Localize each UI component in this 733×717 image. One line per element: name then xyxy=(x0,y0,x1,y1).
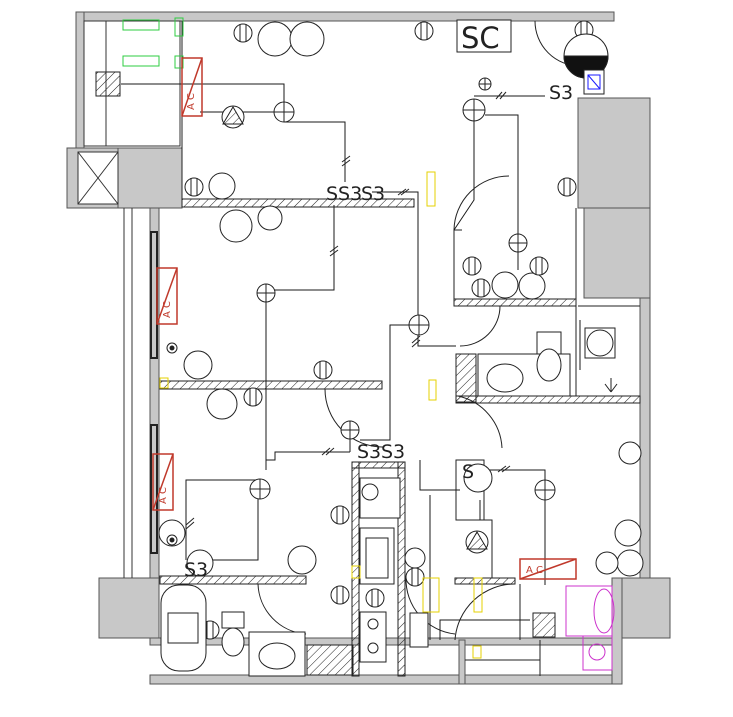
sc-panel xyxy=(456,19,512,53)
s3-left-label: S3 xyxy=(184,559,208,581)
s3-top-label: S3 xyxy=(549,82,573,104)
ac-label-right: A C xyxy=(526,565,543,576)
sanitary-fixtures xyxy=(160,331,571,677)
socket-icon xyxy=(166,534,178,546)
ac-units xyxy=(152,57,577,580)
lamp-icon xyxy=(508,233,528,253)
switch-icon xyxy=(313,360,333,380)
switch-symbols xyxy=(184,20,594,640)
interior-walls xyxy=(159,198,641,677)
shaft-box xyxy=(77,151,119,205)
lamp-icon xyxy=(256,283,276,303)
ac-label-mid: A C xyxy=(162,301,173,318)
lamp-icon xyxy=(462,98,486,122)
magenta-fixture xyxy=(565,585,615,671)
switch-icon xyxy=(529,256,549,276)
switch-icon xyxy=(365,588,385,608)
switch-icon xyxy=(557,177,577,197)
s-right-label: S xyxy=(462,461,474,483)
sc-label: SC xyxy=(461,21,500,55)
s3-main-label: S3 xyxy=(361,183,385,205)
ac-label-low: A C xyxy=(158,487,169,504)
yellow-markers xyxy=(159,171,483,659)
s3-mid-a-label: S3 xyxy=(357,441,381,463)
switch-icon xyxy=(414,21,434,41)
lamp-icon xyxy=(478,77,492,91)
lamp-icon xyxy=(408,314,430,336)
switch-icon xyxy=(184,177,204,197)
lamp-icon xyxy=(273,101,295,123)
ceiling-lights xyxy=(158,21,644,577)
switch-icon xyxy=(462,256,482,276)
switch-icon xyxy=(330,585,350,605)
socket-icon xyxy=(166,342,178,354)
switch-icon xyxy=(233,23,253,43)
lamp-symbols xyxy=(249,77,556,501)
vent-arrow-icon xyxy=(604,378,618,393)
equipment-symbols xyxy=(95,71,616,648)
wiring xyxy=(121,83,581,640)
s3-mid-b-label: S3 xyxy=(381,441,405,463)
lamp-icon xyxy=(249,478,271,500)
switch-icon xyxy=(243,387,263,407)
ac-label-top: A C xyxy=(186,93,197,110)
switch-icon xyxy=(330,505,350,525)
green-markers xyxy=(122,17,184,69)
water-heater xyxy=(563,33,609,95)
wire-ticks xyxy=(185,91,511,530)
lamp-icon xyxy=(534,479,556,501)
socket-dots xyxy=(166,342,178,546)
ss3-main-label: SS3 xyxy=(326,183,362,205)
switch-icon xyxy=(471,278,491,298)
lamp-icon xyxy=(340,420,360,440)
switch-icon xyxy=(405,567,425,587)
